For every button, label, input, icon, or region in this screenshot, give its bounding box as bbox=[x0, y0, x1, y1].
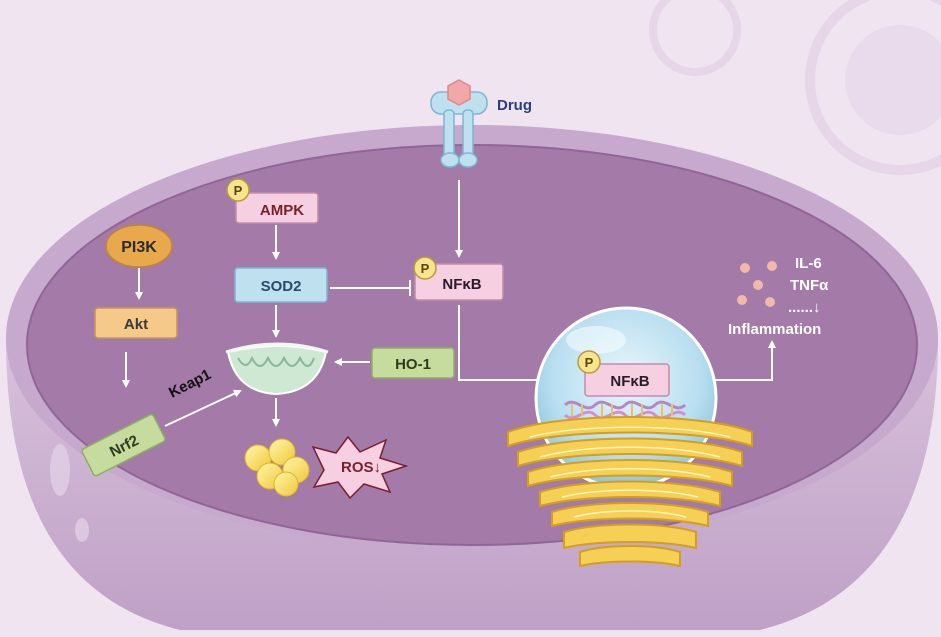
dots-label: ......↓ bbox=[788, 299, 821, 316]
arrow-nrf2-mito bbox=[164, 389, 242, 427]
golgi-highlights bbox=[529, 426, 731, 518]
nfkb-label: NFκB bbox=[442, 276, 481, 293]
ampk-label: AMPK bbox=[260, 202, 304, 219]
akt-label: Akt bbox=[124, 316, 148, 333]
receptor-icon bbox=[430, 79, 488, 168]
cytokine-dots-icon bbox=[737, 261, 777, 307]
golgi-icon bbox=[507, 416, 753, 568]
sod2-label: SOD2 bbox=[261, 278, 302, 295]
lipid-droplet-icon bbox=[244, 438, 310, 497]
nucleus-nfkb-label: NFκB bbox=[610, 373, 649, 390]
pi3k-node: PI3K bbox=[105, 224, 173, 268]
ho1-label: HO-1 bbox=[395, 356, 431, 373]
nucleus-nfkb-node: NFκB P bbox=[577, 350, 670, 397]
background-cells bbox=[649, 0, 941, 175]
nrf2-node: Nrf2 bbox=[81, 413, 166, 477]
phospho-icon bbox=[413, 256, 437, 280]
tnfa-label: TNFα bbox=[790, 277, 829, 294]
pi3k-label: PI3K bbox=[121, 239, 157, 256]
mitochondrion-icon bbox=[225, 342, 329, 396]
akt-node: Akt bbox=[94, 307, 178, 339]
nfkb-phospho-label: P bbox=[421, 261, 430, 276]
ros-label: ROS↓ bbox=[341, 459, 381, 476]
inflammation-label: Inflammation bbox=[728, 321, 821, 338]
dna-icon bbox=[563, 400, 687, 420]
il6-label: IL-6 bbox=[795, 255, 822, 272]
ampk-node: AMPK P bbox=[226, 178, 319, 224]
cell-body bbox=[6, 125, 938, 630]
phospho-icon bbox=[577, 350, 601, 374]
nfkb-node: NFκB P bbox=[413, 256, 504, 301]
sod2-node: SOD2 bbox=[234, 267, 328, 303]
nucleus-nfkb-phospho-label: P bbox=[585, 355, 594, 370]
drug-label: Drug bbox=[497, 97, 532, 114]
ampk-phospho-label: P bbox=[234, 183, 243, 198]
ros-node: ROS↓ bbox=[311, 435, 409, 500]
ho1-node: HO-1 bbox=[371, 347, 455, 379]
phospho-icon bbox=[226, 178, 250, 202]
